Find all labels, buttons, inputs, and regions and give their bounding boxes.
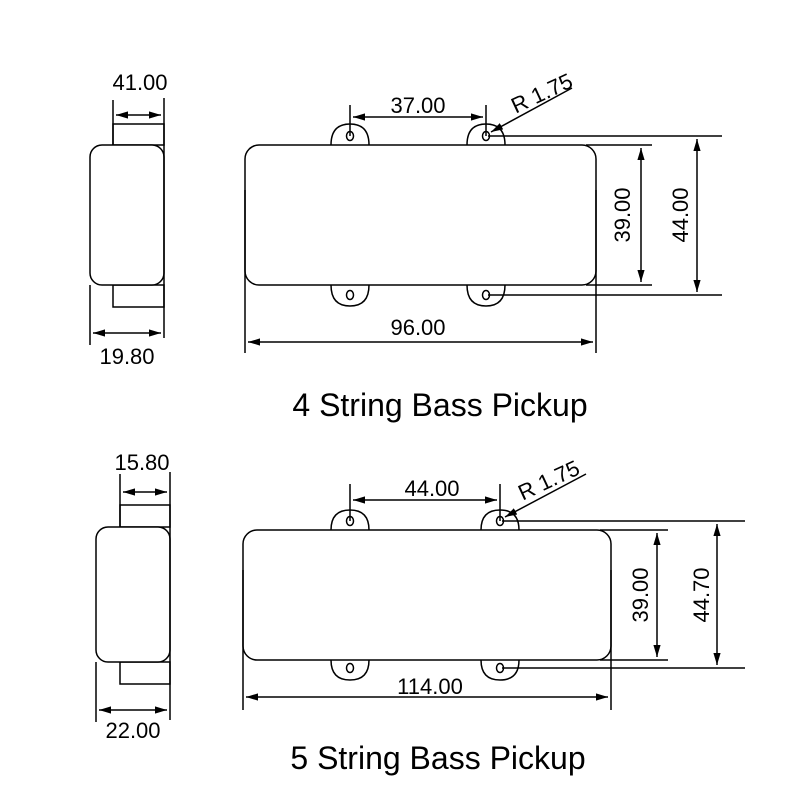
outer-width-label: 44.00	[668, 187, 693, 242]
top-view: 44.00 R 1.75 39.00 44.70 114.00	[242, 455, 745, 710]
mounting-hole	[345, 289, 355, 301]
inner-width-label: 39.00	[628, 567, 653, 622]
mounting-hole	[345, 662, 355, 674]
length-label: 114.00	[397, 674, 463, 699]
pickup-title: 5 String Bass Pickup	[290, 740, 585, 776]
pickup-4-string: 41.00 19.80 37.00 R 1.75 39.00 44.00 96.…	[89, 68, 722, 423]
inner-width-label: 39.00	[610, 187, 635, 242]
hole-radius-label: R 1.75	[514, 455, 583, 505]
side-view: 41.00 19.80	[89, 70, 168, 369]
length-label: 96.00	[390, 315, 445, 340]
pickup-5-string: 15.80 22.00 44.00 R 1.75 39.00 44.70 114…	[95, 450, 745, 776]
outer-width-label: 44.70	[689, 567, 714, 622]
pickup-title: 4 String Bass Pickup	[292, 387, 587, 423]
hole-radius-label: R 1.75	[507, 68, 576, 118]
side-view: 15.80 22.00	[95, 450, 171, 743]
top-view: 37.00 R 1.75 39.00 44.00 96.00	[244, 68, 722, 353]
side-height-label: 15.80	[114, 450, 169, 475]
side-height-label: 41.00	[112, 70, 167, 95]
hole-spacing-label: 44.00	[404, 476, 459, 501]
side-width-label: 22.00	[105, 718, 160, 743]
hole-spacing-label: 37.00	[390, 93, 445, 118]
side-width-label: 19.80	[99, 344, 154, 369]
